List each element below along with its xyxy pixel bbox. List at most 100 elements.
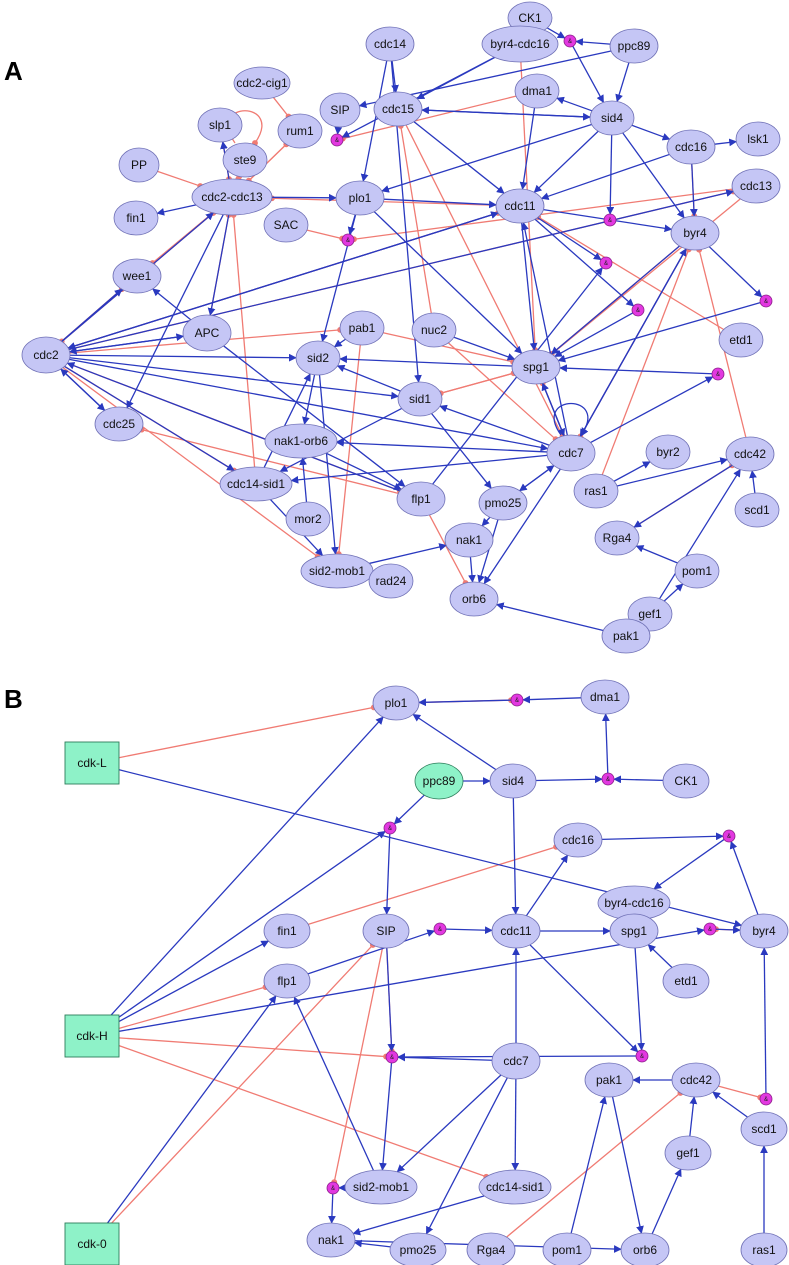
- panel-a-node-dma1[interactable]: dma1: [514, 73, 560, 109]
- panel-a-node-cdc16[interactable]: cdc16: [666, 129, 716, 165]
- panel-a-node-sid1[interactable]: sid1: [397, 381, 443, 417]
- panel-a-node-shape-cdc11: [495, 188, 545, 224]
- panel-a-node-sid2[interactable]: sid2: [295, 340, 341, 376]
- panel-a-node-cdc13[interactable]: cdc13: [731, 168, 781, 204]
- panel-a-node-cdc2-cig1[interactable]: cdc2-cig1: [233, 66, 291, 100]
- panel-a-node-sid4[interactable]: sid4: [589, 100, 635, 136]
- panel-a-node-shape-slp1: [197, 107, 243, 143]
- panel-b-node-sip[interactable]: SIP: [362, 913, 410, 949]
- panel-a-node-nak1[interactable]: nak1: [444, 522, 494, 558]
- panel-b-node-cdc14-sid1[interactable]: cdc14-sid1: [478, 1169, 552, 1205]
- panel-a-node-rga4[interactable]: Rga4: [594, 520, 640, 556]
- panel-b-node-cdc7[interactable]: cdc7: [491, 1042, 541, 1080]
- activation-edge-ck1-to-a1: [546, 27, 566, 39]
- panel-a-node-rad24[interactable]: rad24: [368, 563, 414, 599]
- panel-a-node-etd1[interactable]: etd1: [718, 322, 764, 358]
- panel-a-node-fin1[interactable]: fin1: [113, 200, 159, 236]
- panel-a-node-shape-cdc15: [373, 91, 423, 127]
- panel-a-node-shape-byr4-cdc16: [481, 25, 559, 63]
- panel-a-node-cdc11[interactable]: cdc11: [495, 188, 545, 224]
- panel-a-node-sip[interactable]: SIP: [319, 92, 361, 128]
- panel-b-node-ppc89[interactable]: ppc89: [414, 762, 464, 800]
- panel-b-node-ras1[interactable]: ras1: [740, 1232, 788, 1265]
- panel-b-node-etd1[interactable]: etd1: [662, 963, 710, 999]
- panel-b-node-label-ppc89: ppc89: [423, 774, 456, 788]
- panel-b-node-byr4[interactable]: byr4: [739, 913, 789, 949]
- panel-a-node-sid2-mob1[interactable]: sid2-mob1: [300, 553, 374, 589]
- panel-a-node-cdc25[interactable]: cdc25: [94, 406, 144, 442]
- panel-b-input-cdk-h[interactable]: cdk-H: [64, 1014, 120, 1058]
- panel-a-node-cdc7[interactable]: cdc7: [546, 434, 596, 472]
- panel-a-node-shape-etd1: [718, 322, 764, 358]
- panel-a-node-label-cdc14-sid1: cdc14-sid1: [227, 477, 285, 491]
- panel-a-node-byr4[interactable]: byr4: [670, 215, 720, 251]
- panel-b-node-cdc42[interactable]: cdc42: [671, 1062, 721, 1098]
- panel-a-node-orb6[interactable]: orb6: [449, 581, 499, 617]
- panel-a-node-ste9[interactable]: ste9: [222, 142, 268, 178]
- activation-edge-nuc2-to-spg1: [453, 336, 516, 361]
- panel-a-node-plo1[interactable]: plo1: [335, 180, 385, 216]
- panel-b-node-pmo25[interactable]: pmo25: [389, 1232, 447, 1265]
- panel-b-node-sid2-mob1[interactable]: sid2-mob1: [344, 1169, 418, 1205]
- panel-a-node-label-slp1: slp1: [209, 118, 231, 132]
- panel-b-node-nak1[interactable]: nak1: [306, 1222, 356, 1258]
- panel-a-node-byr2[interactable]: byr2: [645, 434, 691, 470]
- inhibition-edge-cdc2-to-sid2-mob1: [62, 367, 321, 560]
- panel-a-node-nuc2[interactable]: nuc2: [411, 312, 457, 348]
- activation-edge-sid4-to-plo1: [412, 713, 497, 771]
- panel-a-node-lsk1[interactable]: lsk1: [735, 121, 781, 157]
- panel-a-node-slp1[interactable]: slp1: [197, 107, 243, 143]
- panel-b-node-scd1[interactable]: scd1: [740, 1111, 788, 1147]
- panel-b-node-orb6[interactable]: orb6: [620, 1232, 670, 1265]
- panel-a-node-apc[interactable]: APC: [182, 314, 232, 352]
- panel-a-node-byr4-cdc16[interactable]: byr4-cdc16: [481, 25, 559, 63]
- panel-a-node-mor2[interactable]: mor2: [285, 501, 331, 537]
- panel-b-node-pak1[interactable]: pak1: [584, 1062, 634, 1098]
- panel-b-node-flp1[interactable]: flp1: [263, 963, 311, 999]
- panel-a-node-ppc89[interactable]: ppc89: [609, 28, 659, 64]
- activation-edge-a6-to-spg1: [557, 302, 761, 363]
- panel-b-input-cdk-l[interactable]: cdk-L: [64, 741, 120, 785]
- panel-a-node-flp1[interactable]: flp1: [396, 481, 446, 517]
- panel-a-node-scd1[interactable]: scd1: [734, 492, 780, 528]
- panel-b-node-plo1[interactable]: plo1: [372, 685, 420, 721]
- panel-b-node-sid4[interactable]: sid4: [489, 763, 537, 799]
- activation-edge-byr4-to-a6: [708, 246, 763, 298]
- activation-edge-cdc11-to-cdc16: [525, 854, 569, 917]
- panel-a-node-label-ste9: ste9: [234, 153, 257, 167]
- panel-a-node-rum1[interactable]: rum1: [277, 113, 323, 149]
- panel-b-node-label-cdc14-sid1: cdc14-sid1: [486, 1180, 544, 1194]
- panel-b-node-fin1[interactable]: fin1: [263, 913, 311, 949]
- panel-b-node-cdc11[interactable]: cdc11: [491, 913, 541, 949]
- activation-edge-spg1-to-sid2: [339, 355, 513, 367]
- panel-b-node-cdc16[interactable]: cdc16: [553, 822, 603, 858]
- panel-a-node-pak1[interactable]: pak1: [601, 618, 651, 654]
- panel-a-node-cdc15[interactable]: cdc15: [373, 91, 423, 127]
- panel-a-node-pab1[interactable]: pab1: [339, 310, 385, 346]
- panel-a-node-spg1[interactable]: spg1: [511, 349, 561, 385]
- activation-edge-scd1-to-cdc42: [712, 1091, 748, 1118]
- panel-a-node-pp[interactable]: PP: [118, 147, 160, 183]
- panel-a-node-sac[interactable]: SAC: [263, 207, 309, 243]
- panel-b-node-label-nak1: nak1: [318, 1233, 344, 1247]
- panel-a-node-cdc42[interactable]: cdc42: [725, 436, 775, 472]
- panel-b-node-dma1[interactable]: dma1: [580, 679, 630, 715]
- panel-a-node-pmo25[interactable]: pmo25: [478, 485, 528, 521]
- panel-b-node-rga4[interactable]: Rga4: [466, 1232, 516, 1265]
- panel-b-node-byr4-cdc16[interactable]: byr4-cdc16: [597, 885, 671, 921]
- panel-b-node-gef1[interactable]: gef1: [664, 1135, 712, 1171]
- panel-a-node-cdc2-cdc13[interactable]: cdc2-cdc13: [191, 178, 273, 216]
- panel-a-node-pom1[interactable]: pom1: [674, 553, 720, 589]
- panel-b-input-cdk-0[interactable]: cdk-0: [64, 1222, 120, 1265]
- panel-b-node-ck1[interactable]: CK1: [662, 763, 710, 799]
- panel-a-node-nak1-orb6[interactable]: nak1-orb6: [264, 423, 338, 459]
- panel-a-node-cdc2[interactable]: cdc2: [21, 336, 71, 374]
- panel-a-node-ras1[interactable]: ras1: [573, 473, 619, 509]
- panel-a-node-wee1[interactable]: wee1: [112, 258, 162, 294]
- panel-b-node-pom1[interactable]: pom1: [542, 1232, 592, 1265]
- activation-edge-ras1-to-cdc42: [616, 457, 729, 487]
- panel-b-node-spg1[interactable]: spg1: [609, 913, 659, 949]
- panel-a-node-cdc14[interactable]: cdc14: [365, 26, 415, 62]
- panel-a-node-cdc14-sid1[interactable]: cdc14-sid1: [219, 466, 293, 502]
